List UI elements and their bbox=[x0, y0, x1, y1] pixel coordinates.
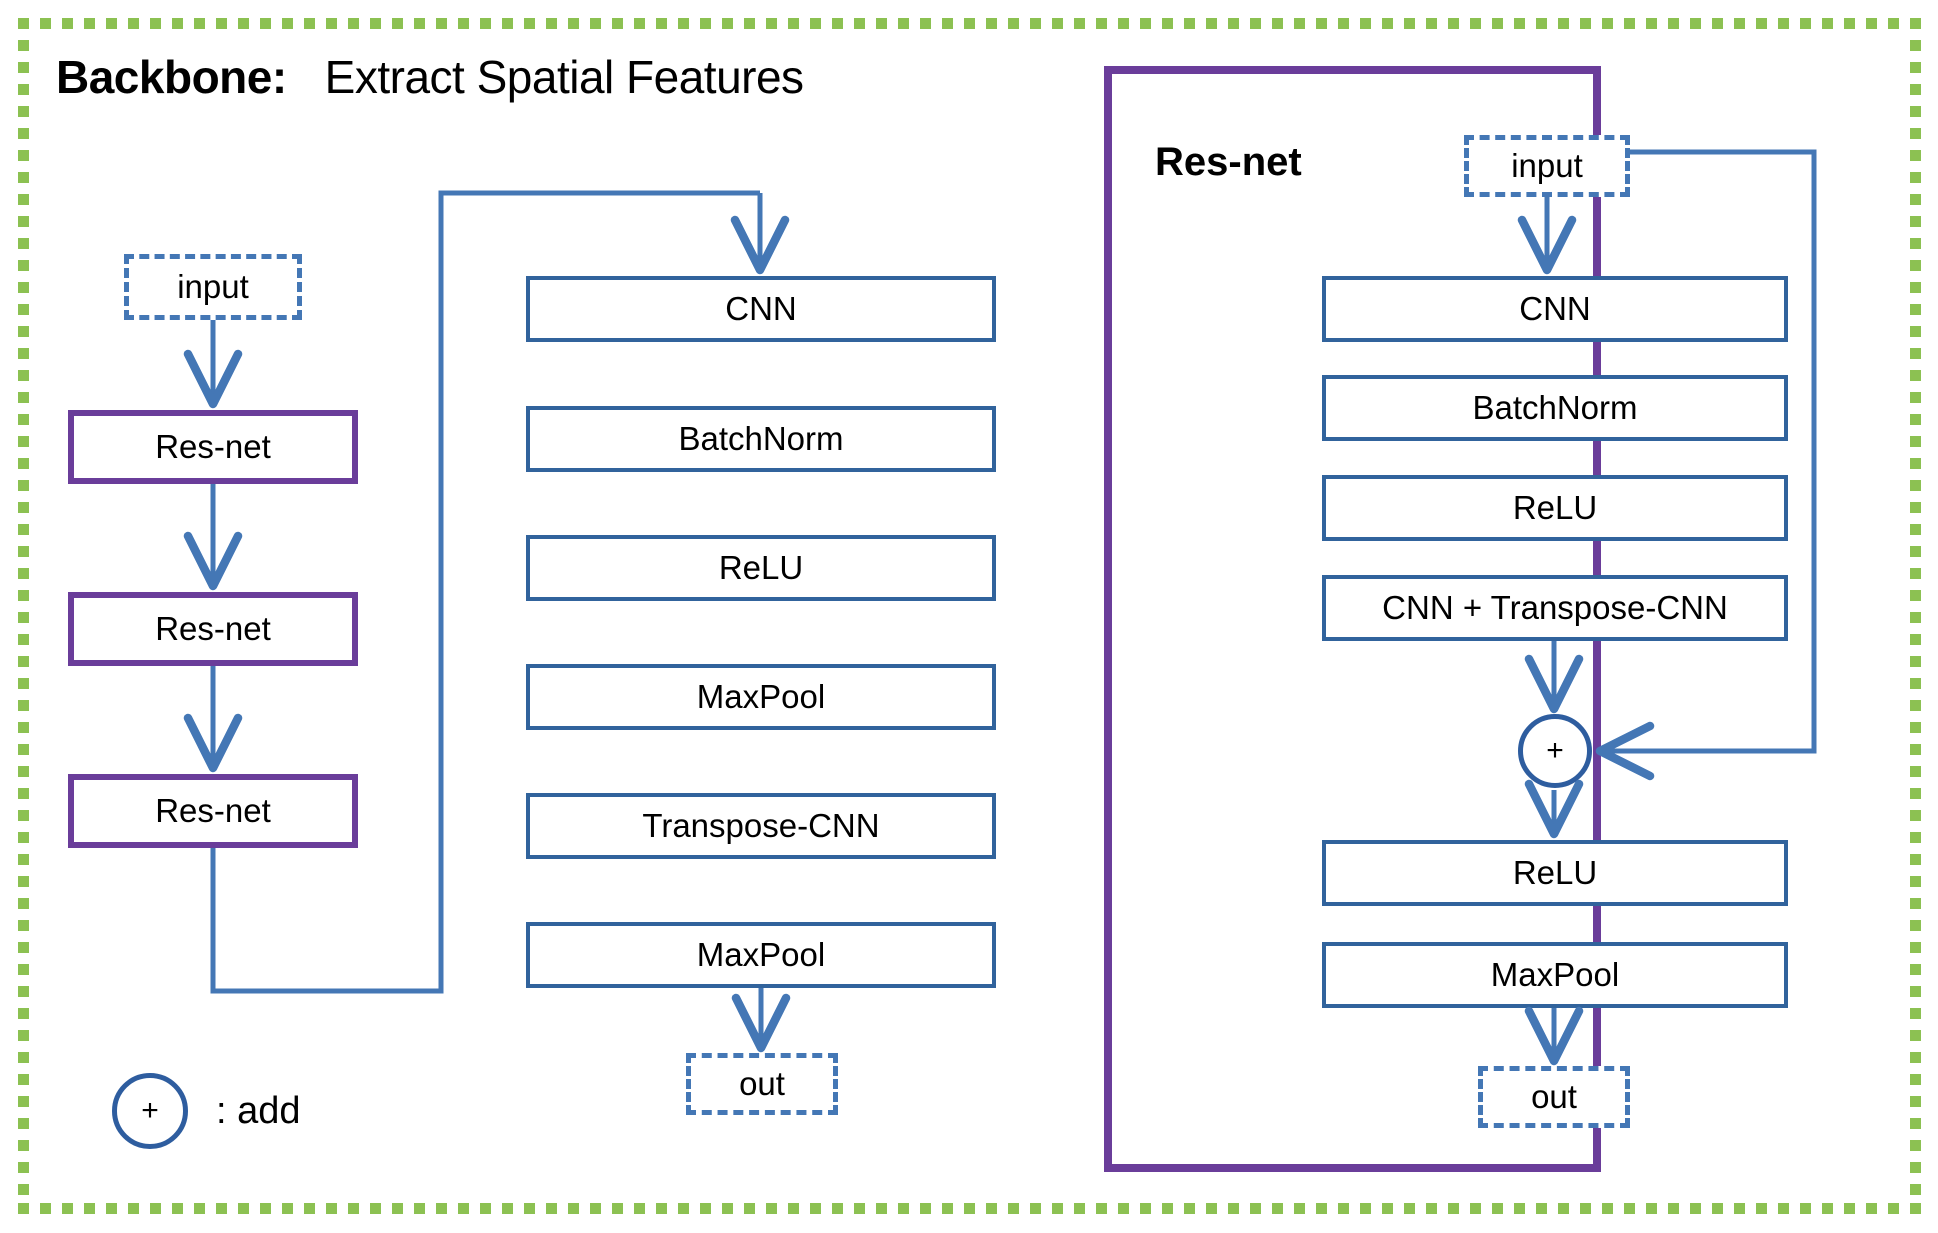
backbone-layer-label-2: ReLU bbox=[718, 549, 804, 586]
resnet-layer-relu[interactable]: ReLU bbox=[1322, 475, 1788, 541]
resnet-layer-label-2: ReLU bbox=[1512, 489, 1598, 526]
backbone-layer-transpose-cnn[interactable]: Transpose-CNN bbox=[526, 793, 996, 859]
backbone-input-box[interactable]: input bbox=[124, 254, 302, 320]
resnet-out-box[interactable]: out bbox=[1478, 1066, 1630, 1128]
resnet-layer-cnn-transpose[interactable]: CNN + Transpose-CNN bbox=[1322, 575, 1788, 641]
resnet-layer-label-3: CNN + Transpose-CNN bbox=[1382, 589, 1728, 626]
backbone-layer-label-1: BatchNorm bbox=[678, 420, 844, 457]
resnet-layer-relu-2[interactable]: ReLU bbox=[1322, 840, 1788, 906]
backbone-resnet-label-2: Res-net bbox=[155, 610, 271, 647]
resnet-out-label: out bbox=[1531, 1078, 1577, 1115]
page-title-bold: Backbone: bbox=[56, 51, 287, 103]
backbone-layer-maxpool-2[interactable]: MaxPool bbox=[526, 922, 996, 988]
resnet-input-label: input bbox=[1511, 147, 1583, 184]
backbone-resnet-block-1[interactable]: Res-net bbox=[68, 410, 358, 484]
backbone-layer-label-0: CNN bbox=[725, 290, 797, 327]
resnet-input-box[interactable]: input bbox=[1464, 135, 1630, 197]
backbone-layer-maxpool-1[interactable]: MaxPool bbox=[526, 664, 996, 730]
backbone-resnet-block-3[interactable]: Res-net bbox=[68, 774, 358, 848]
resnet-post-label-1: MaxPool bbox=[1490, 956, 1620, 993]
resnet-post-label-0: ReLU bbox=[1512, 854, 1598, 891]
legend-add-symbol: + bbox=[112, 1073, 188, 1149]
backbone-resnet-block-2[interactable]: Res-net bbox=[68, 592, 358, 666]
resnet-layer-cnn[interactable]: CNN bbox=[1322, 276, 1788, 342]
backbone-resnet-label-3: Res-net bbox=[155, 792, 271, 829]
resnet-layer-label-1: BatchNorm bbox=[1472, 389, 1638, 426]
backbone-layer-relu[interactable]: ReLU bbox=[526, 535, 996, 601]
resnet-layer-maxpool[interactable]: MaxPool bbox=[1322, 942, 1788, 1008]
backbone-input-label: input bbox=[177, 268, 249, 305]
legend-add-text: : add bbox=[216, 1090, 301, 1132]
resnet-layer-label-0: CNN bbox=[1519, 290, 1591, 327]
page-title: Backbone: Extract Spatial Features bbox=[56, 50, 804, 104]
legend-plus-glyph: + bbox=[141, 1094, 159, 1127]
backbone-layer-label-4: Transpose-CNN bbox=[642, 807, 880, 844]
resnet-add-glyph: + bbox=[1546, 734, 1564, 767]
backbone-layer-label-5: MaxPool bbox=[696, 936, 826, 973]
page-title-rest: Extract Spatial Features bbox=[324, 51, 804, 103]
backbone-resnet-label-1: Res-net bbox=[155, 428, 271, 465]
resnet-panel-title: Res-net bbox=[1155, 140, 1302, 184]
resnet-add-node: + bbox=[1518, 714, 1592, 788]
backbone-layer-label-3: MaxPool bbox=[696, 678, 826, 715]
backbone-out-box[interactable]: out bbox=[686, 1053, 838, 1115]
resnet-layer-batchnorm[interactable]: BatchNorm bbox=[1322, 375, 1788, 441]
backbone-out-label: out bbox=[739, 1065, 785, 1102]
backbone-layer-cnn[interactable]: CNN bbox=[526, 276, 996, 342]
backbone-layer-batchnorm[interactable]: BatchNorm bbox=[526, 406, 996, 472]
